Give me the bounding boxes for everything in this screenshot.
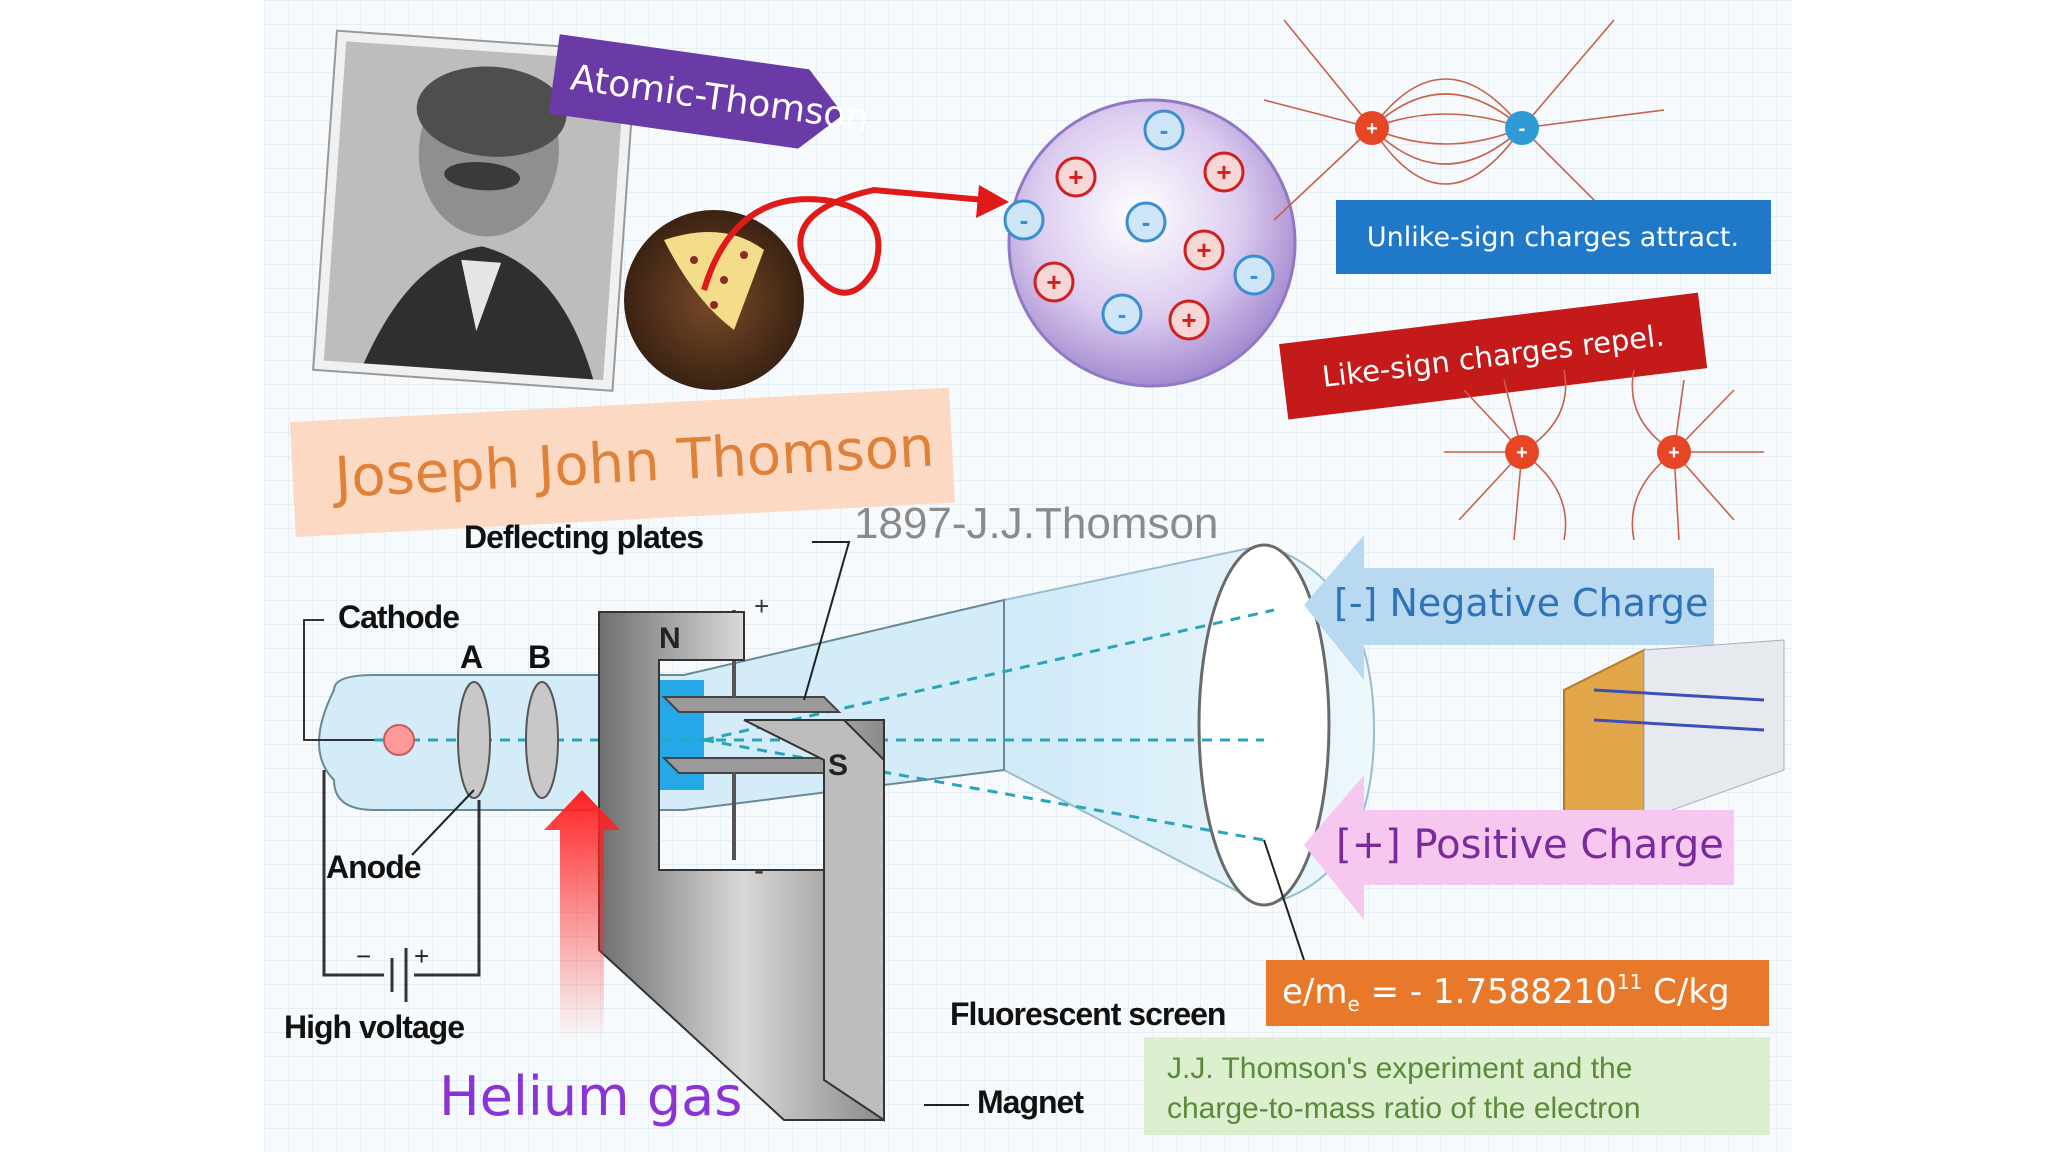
fluorescent-screen-disc	[1197, 543, 1331, 907]
thomson-poster: Joseph John Thomson Atomic-Thomson +++++…	[264, 0, 1792, 1152]
svg-text:+: +	[1196, 235, 1211, 265]
year-caption: 1897-J.J.Thomson	[854, 499, 1218, 548]
svg-text:+: +	[1516, 442, 1528, 464]
charged-plate-sketch	[1563, 639, 1785, 862]
anode-a-label: A	[460, 639, 483, 675]
electron-beams	[374, 608, 1275, 842]
helium-inflow-arrow-icon	[544, 790, 620, 1040]
horseshoe-magnet	[598, 611, 885, 1122]
caption-box	[1144, 1037, 1770, 1135]
svg-text:+: +	[1046, 267, 1061, 297]
positive-charge-icon: +	[1505, 435, 1539, 469]
positive-charge-callout: [+] Positive Charge	[1304, 775, 1734, 920]
anode-label: Anode	[326, 849, 421, 885]
helium-gas-label: Helium gas	[439, 1065, 742, 1128]
svg-text:-: -	[1142, 207, 1151, 237]
voltage-circuit	[303, 619, 481, 1002]
svg-text:-: -	[1160, 115, 1169, 145]
svg-text:-: -	[1020, 205, 1029, 235]
svg-text:+: +	[1181, 305, 1196, 335]
screen-leader	[1263, 839, 1305, 961]
magnet-north-label: N	[659, 622, 681, 655]
high-voltage-label: High voltage	[284, 1009, 464, 1045]
negative-charge-callout: [-] Negative Charge	[1304, 535, 1714, 680]
attract-field-lines	[1263, 19, 1665, 231]
atom-electron-icon: -	[1233, 254, 1275, 296]
positive-charge-icon: +	[1355, 111, 1389, 145]
atom-positive-charge-icon: +	[1168, 299, 1210, 341]
atom-electron-icon: -	[1125, 201, 1167, 243]
anode-b-disc	[525, 681, 559, 799]
anode-a-disc	[457, 681, 491, 799]
svg-text:-: -	[1118, 299, 1127, 329]
name-card: Joseph John Thomson	[289, 387, 955, 538]
magnet-south-label: S	[828, 749, 848, 782]
swirl-arrow-icon	[701, 186, 985, 296]
atom-electron-icon: -	[1003, 199, 1045, 241]
atom-charges: + + + + + - - - - -	[1003, 109, 1275, 341]
battery-minus-label: −	[356, 941, 371, 971]
attract-note-box	[1336, 200, 1771, 274]
svg-text:+: +	[1668, 442, 1680, 464]
fluorescent-screen-label: Fluorescent screen	[950, 996, 1225, 1032]
svg-text:-: -	[1519, 118, 1526, 140]
atom-electron-icon: -	[1143, 109, 1185, 151]
caption-line-2: charge-to-mass ratio of the electron	[1167, 1092, 1641, 1125]
negative-charge-icon: -	[1505, 111, 1539, 145]
positive-charge-label: [+] Positive Charge	[1336, 822, 1724, 868]
caption-line-1: J.J. Thomson's experiment and the	[1167, 1052, 1632, 1085]
cathode-label: Cathode	[338, 599, 459, 635]
svg-text:+: +	[1366, 118, 1378, 140]
atom-positive-charge-icon: +	[1055, 156, 1097, 198]
negative-charge-label: [-] Negative Charge	[1334, 581, 1708, 625]
plate-minus-label: -	[754, 854, 764, 887]
attract-note: Unlike-sign charges attract.	[1367, 222, 1739, 253]
svg-text:+: +	[1216, 157, 1231, 187]
cathode-icon	[383, 724, 415, 756]
positive-charge-icon: +	[1657, 435, 1691, 469]
deflecting-plates-label: Deflecting plates	[464, 519, 703, 555]
atom-positive-charge-icon: +	[1183, 229, 1225, 271]
battery-plus-label: +	[414, 941, 429, 971]
svg-text:+: +	[1068, 162, 1083, 192]
ratio-box	[1266, 960, 1769, 1026]
thomson-portrait	[312, 29, 638, 392]
svg-text:-: -	[1250, 260, 1259, 290]
deflecting-plates-leader	[803, 541, 851, 701]
charge-mass-ratio: e/me = - 1.758821011 C/kg	[1282, 970, 1730, 1016]
magnet-label: Magnet	[977, 1084, 1084, 1120]
plum-pudding-model-icon	[624, 210, 804, 390]
swirl-arrowhead-icon	[976, 185, 1009, 218]
anode-b-label: B	[528, 639, 551, 675]
poster-canvas: Joseph John Thomson Atomic-Thomson +++++…	[264, 0, 1792, 1152]
atom-electron-icon: -	[1101, 293, 1143, 335]
anode-leader	[411, 789, 475, 856]
atom-positive-charge-icon: +	[1203, 151, 1245, 193]
plate-plus-label: +	[754, 591, 769, 621]
atom-positive-charge-icon: +	[1033, 261, 1075, 303]
